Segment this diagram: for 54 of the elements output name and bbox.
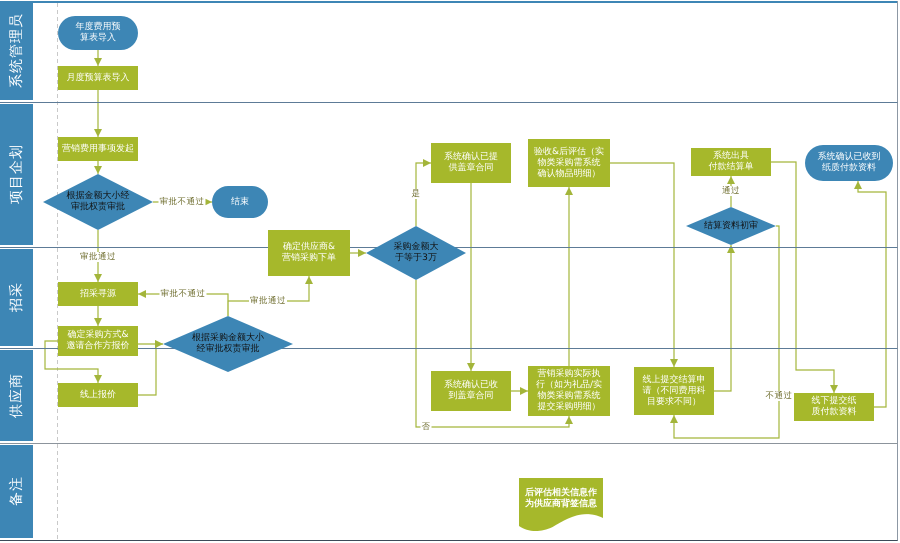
arrow	[415, 159, 431, 226]
arrow	[714, 245, 735, 392]
start-terminal: 年度费用预算表导入	[58, 16, 138, 50]
lane-header: 系统管理员	[0, 2, 33, 100]
arrow	[511, 387, 528, 395]
decision-diamond: 采购金额大于等于3万	[366, 226, 466, 280]
process-box: 线下提交纸质付款资料	[794, 393, 874, 421]
arrow	[94, 306, 102, 326]
arrow	[415, 280, 573, 428]
process-box: 系统出具付款结算单	[691, 148, 771, 176]
arrow	[94, 161, 102, 174]
note-document: 后评估相关信息作为供应商背签信息	[519, 478, 603, 532]
process-box: 验收&后评估（实物类采购需系统确认物品明细）	[528, 139, 610, 187]
arrow	[467, 183, 475, 371]
process-box: 营销采购实际执行（如为礼品/实物类采购需系统提交采购明细）	[528, 366, 610, 416]
decision-diamond: 结算资料初审	[686, 207, 776, 245]
lane-header: 项目企划	[0, 104, 33, 245]
process-box: 营销费用事项发起	[58, 137, 138, 161]
arrow	[94, 90, 102, 137]
process-box: 系统确认已收到盖章合同	[431, 371, 511, 411]
edge-label: 不通过	[764, 391, 794, 401]
arrow	[771, 161, 838, 393]
process-box: 确定供应商&营销采购下单	[268, 230, 350, 276]
arrow	[670, 225, 780, 439]
edge-label: 通过	[721, 186, 741, 196]
end-terminal: 系统确认已收到纸质付款资料	[805, 145, 893, 181]
process-box: 系统确认已提供盖章合同	[431, 143, 511, 183]
edge-label: 否	[420, 422, 432, 432]
arrow	[94, 50, 102, 66]
edge-label: 审批不通过	[158, 197, 206, 207]
process-box: 线上提交结算申请（不同费用科目要求不同）	[634, 367, 714, 415]
arrow	[350, 249, 366, 257]
arrow	[138, 340, 163, 396]
edge-label: 审批通过	[249, 296, 287, 306]
process-box: 线上报价	[58, 383, 138, 407]
process-box: 月度预算表导入	[58, 66, 138, 90]
edge-label: 审批不通过	[160, 289, 206, 299]
lane-header: 招采	[0, 249, 33, 346]
end-terminal: 结束	[212, 186, 268, 218]
arrow	[610, 162, 678, 367]
edge-label: 审批通过	[79, 252, 117, 262]
decision-diamond: 根据金额大小经审批权责审批	[43, 174, 153, 230]
arrow	[44, 340, 102, 383]
decision-diamond: 根据采购金额大小经审批权责审批	[163, 316, 293, 372]
arrow	[727, 176, 735, 207]
process-box: 确定采购方式&邀请合作方报价	[58, 326, 138, 356]
lane-header: 供应商	[0, 350, 33, 441]
swimlane	[0, 1, 898, 103]
lane-header: 备注	[0, 445, 33, 538]
edge-label: 是	[410, 189, 422, 199]
arrow	[565, 187, 573, 366]
swimlane	[0, 444, 898, 541]
arrow	[854, 181, 887, 408]
process-box: 招采寻源	[58, 282, 138, 306]
